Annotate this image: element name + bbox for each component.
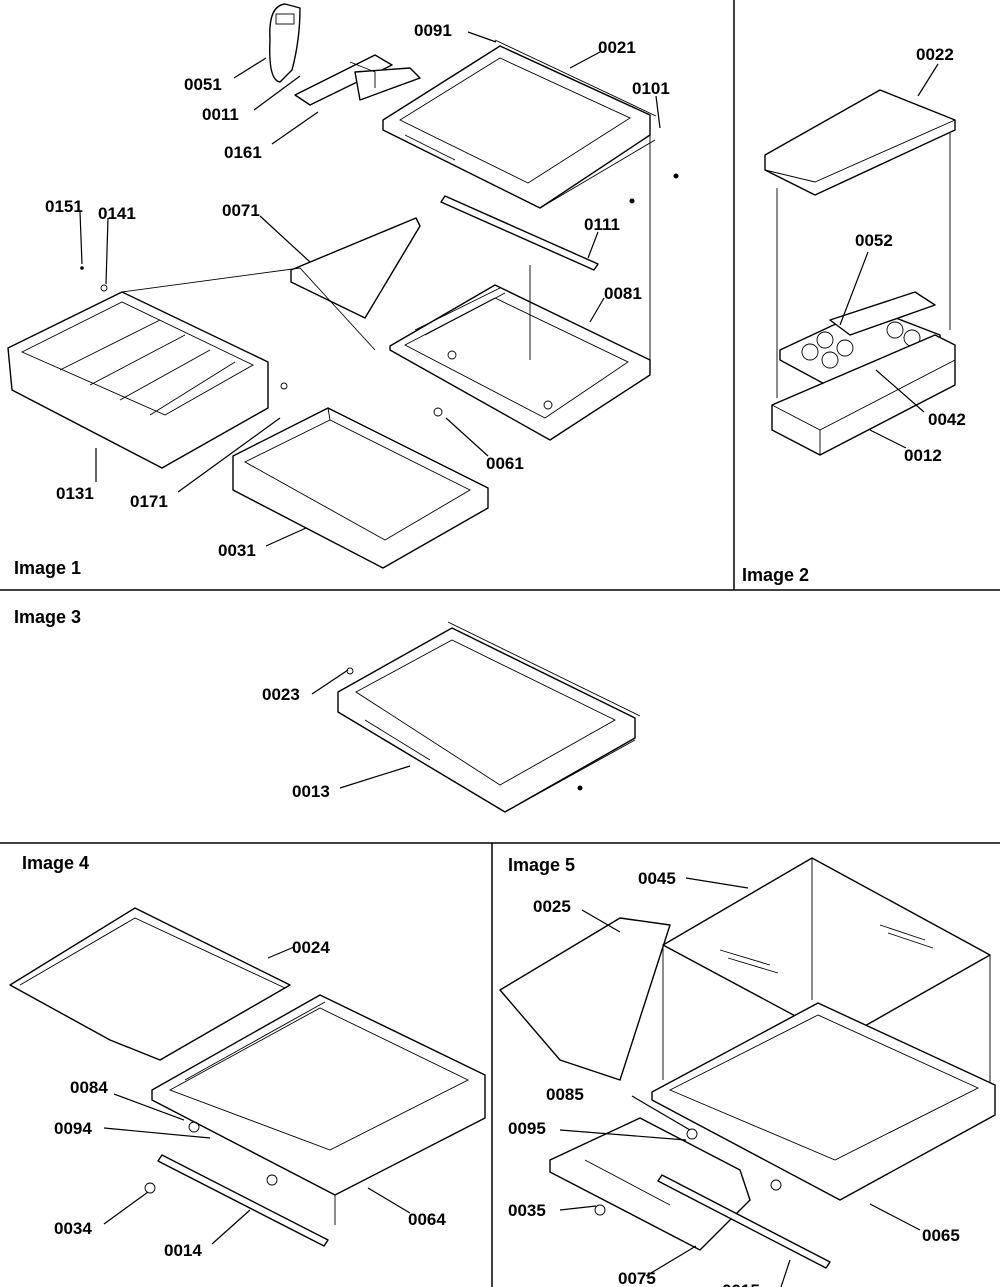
drawer-left-drawing bbox=[7, 266, 376, 469]
image-1-drawing bbox=[7, 3, 679, 569]
label-0065: 0065 bbox=[922, 1226, 960, 1245]
drawer-right-drawing bbox=[232, 407, 489, 569]
label-0035: 0035 bbox=[508, 1201, 546, 1220]
label-0022: 0022 bbox=[916, 45, 954, 64]
label-0013: 0013 bbox=[292, 782, 330, 801]
fastener-0061-drawing bbox=[433, 407, 443, 417]
image-4-drawing bbox=[9, 907, 486, 1247]
label-0014: 0014 bbox=[164, 1241, 202, 1260]
label-0101: 0101 bbox=[632, 79, 670, 98]
front-cover-0075-drawing bbox=[549, 1117, 751, 1251]
label-0091: 0091 bbox=[414, 21, 452, 40]
glide-0034-drawing bbox=[144, 1182, 156, 1194]
label-0034: 0034 bbox=[54, 1219, 92, 1238]
label-0023: 0023 bbox=[262, 685, 300, 704]
label-0015: 0015 bbox=[722, 1281, 760, 1287]
label-0021: 0021 bbox=[598, 38, 636, 57]
label-0045: 0045 bbox=[638, 869, 676, 888]
crisper-frame-image5-drawing bbox=[651, 1002, 996, 1201]
glide-0035-drawing bbox=[594, 1204, 606, 1216]
front-trim-0015-drawing bbox=[657, 1174, 831, 1269]
label-0141: 0141 bbox=[98, 204, 136, 223]
label-0071: 0071 bbox=[222, 201, 260, 220]
label-0171: 0171 bbox=[130, 492, 168, 511]
panel-title-image-2: Image 2 bbox=[742, 565, 809, 585]
label-0011: 0011 bbox=[202, 105, 239, 124]
leader-lines bbox=[79, 31, 939, 1287]
panel-title-image-5: Image 5 bbox=[508, 855, 575, 875]
image-3-drawing bbox=[337, 621, 641, 813]
label-0084: 0084 bbox=[70, 1078, 108, 1097]
image-5-drawing bbox=[499, 857, 996, 1269]
label-0075: 0075 bbox=[618, 1269, 656, 1287]
shelf-rail-drawing bbox=[440, 195, 599, 271]
label-0012: 0012 bbox=[904, 446, 942, 465]
crisper-cover-glass-drawing bbox=[9, 907, 291, 1061]
label-0095: 0095 bbox=[508, 1119, 546, 1138]
dairy-bin-drawing bbox=[771, 334, 956, 456]
crisper-frame-drawing bbox=[389, 135, 651, 441]
crisper-cover-5-drawing bbox=[499, 917, 671, 1081]
label-0025: 0025 bbox=[533, 897, 571, 916]
crisper-cover-drawing bbox=[290, 217, 421, 319]
label-0051: 0051 bbox=[184, 75, 222, 94]
label-0151: 0151 bbox=[45, 197, 83, 216]
label-0131: 0131 bbox=[56, 484, 94, 503]
label-0024: 0024 bbox=[292, 938, 330, 957]
label-0094: 0094 bbox=[54, 1119, 92, 1138]
bin-lid-drawing bbox=[764, 89, 956, 196]
upper-shelf-drawing bbox=[382, 39, 679, 209]
front-trim-drawing bbox=[157, 1154, 329, 1247]
panel-title-image-4: Image 4 bbox=[22, 853, 89, 873]
label-0031: 0031 bbox=[218, 541, 256, 560]
label-0161: 0161 bbox=[224, 143, 262, 162]
label-0061: 0061 bbox=[486, 454, 524, 473]
image-2-drawing bbox=[764, 89, 956, 456]
panel-title-image-3: Image 3 bbox=[14, 607, 81, 627]
control-bracket-drawing bbox=[269, 3, 421, 106]
label-0081: 0081 bbox=[604, 284, 642, 303]
panel-title-image-1: Image 1 bbox=[14, 558, 81, 578]
label-0052: 0052 bbox=[855, 231, 893, 250]
label-0111: 0111 bbox=[584, 215, 620, 234]
crisper-frame-image4-drawing bbox=[151, 994, 486, 1225]
part-labels: 0091 0021 0101 0051 0011 0161 0151 0141 … bbox=[45, 21, 966, 1287]
label-0042: 0042 bbox=[928, 410, 966, 429]
label-0085: 0085 bbox=[546, 1085, 584, 1104]
label-0064: 0064 bbox=[408, 1210, 446, 1229]
